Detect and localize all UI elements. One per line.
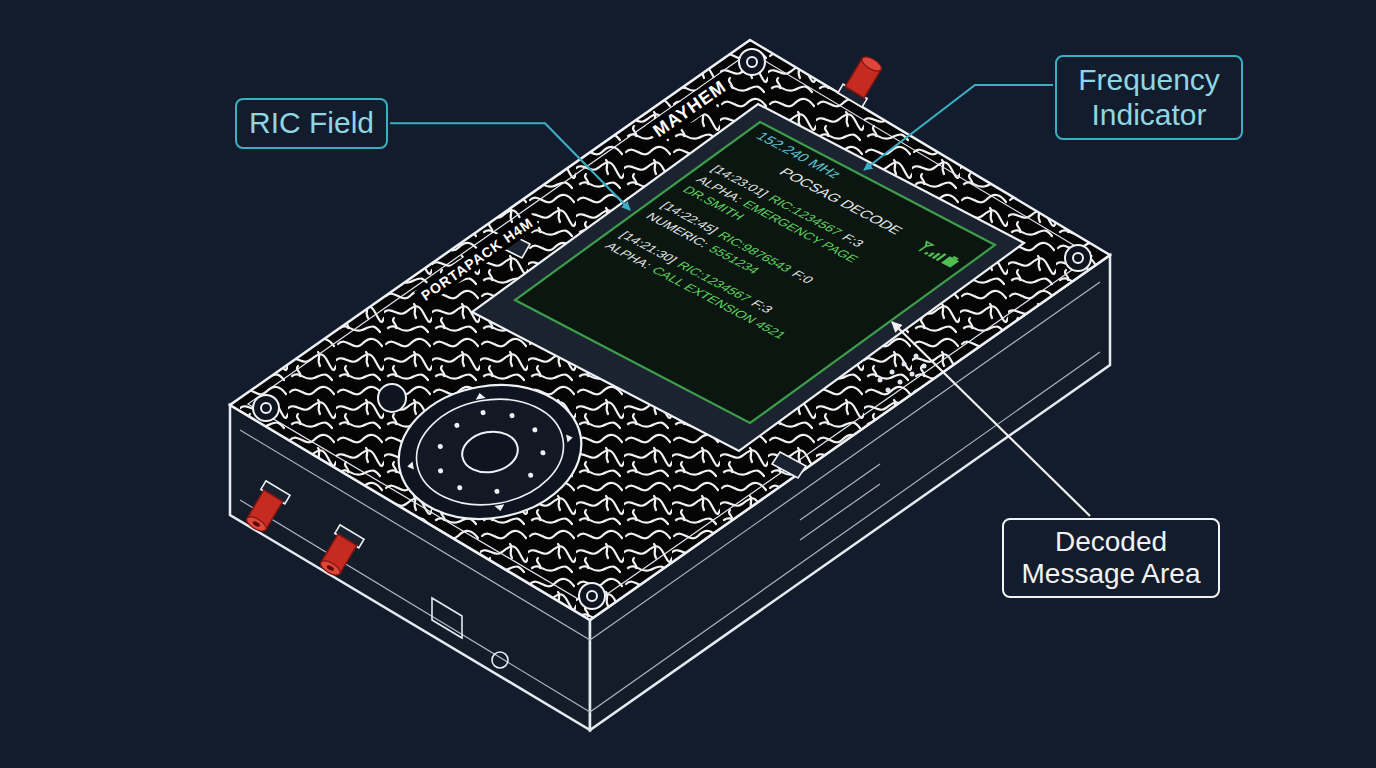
status-icons bbox=[913, 240, 966, 270]
callout-box: Frequency Indicator bbox=[1055, 55, 1243, 140]
sma-connector bbox=[316, 525, 364, 580]
housing-top bbox=[230, 40, 1110, 620]
jog-wheel bbox=[388, 371, 592, 533]
vent-slot bbox=[800, 484, 880, 540]
button-hole bbox=[378, 384, 406, 412]
speaker-grille bbox=[878, 354, 927, 393]
sma-connector bbox=[838, 53, 886, 108]
callout-text: RIC Field bbox=[249, 106, 374, 141]
callout-box: RIC Field bbox=[235, 98, 388, 149]
audio-jack bbox=[492, 652, 508, 668]
screen-text: F:0 bbox=[789, 268, 818, 285]
leader-line bbox=[390, 123, 630, 210]
leader-line bbox=[892, 322, 1090, 516]
callout-text: Decoded Message Area bbox=[1016, 526, 1206, 590]
leader-line bbox=[864, 85, 1053, 170]
side-button bbox=[772, 452, 806, 478]
callout-box: Decoded Message Area bbox=[1002, 518, 1220, 598]
callout-text: Frequency Indicator bbox=[1069, 63, 1229, 132]
sma-connector bbox=[242, 481, 290, 536]
usb-port bbox=[432, 598, 462, 638]
